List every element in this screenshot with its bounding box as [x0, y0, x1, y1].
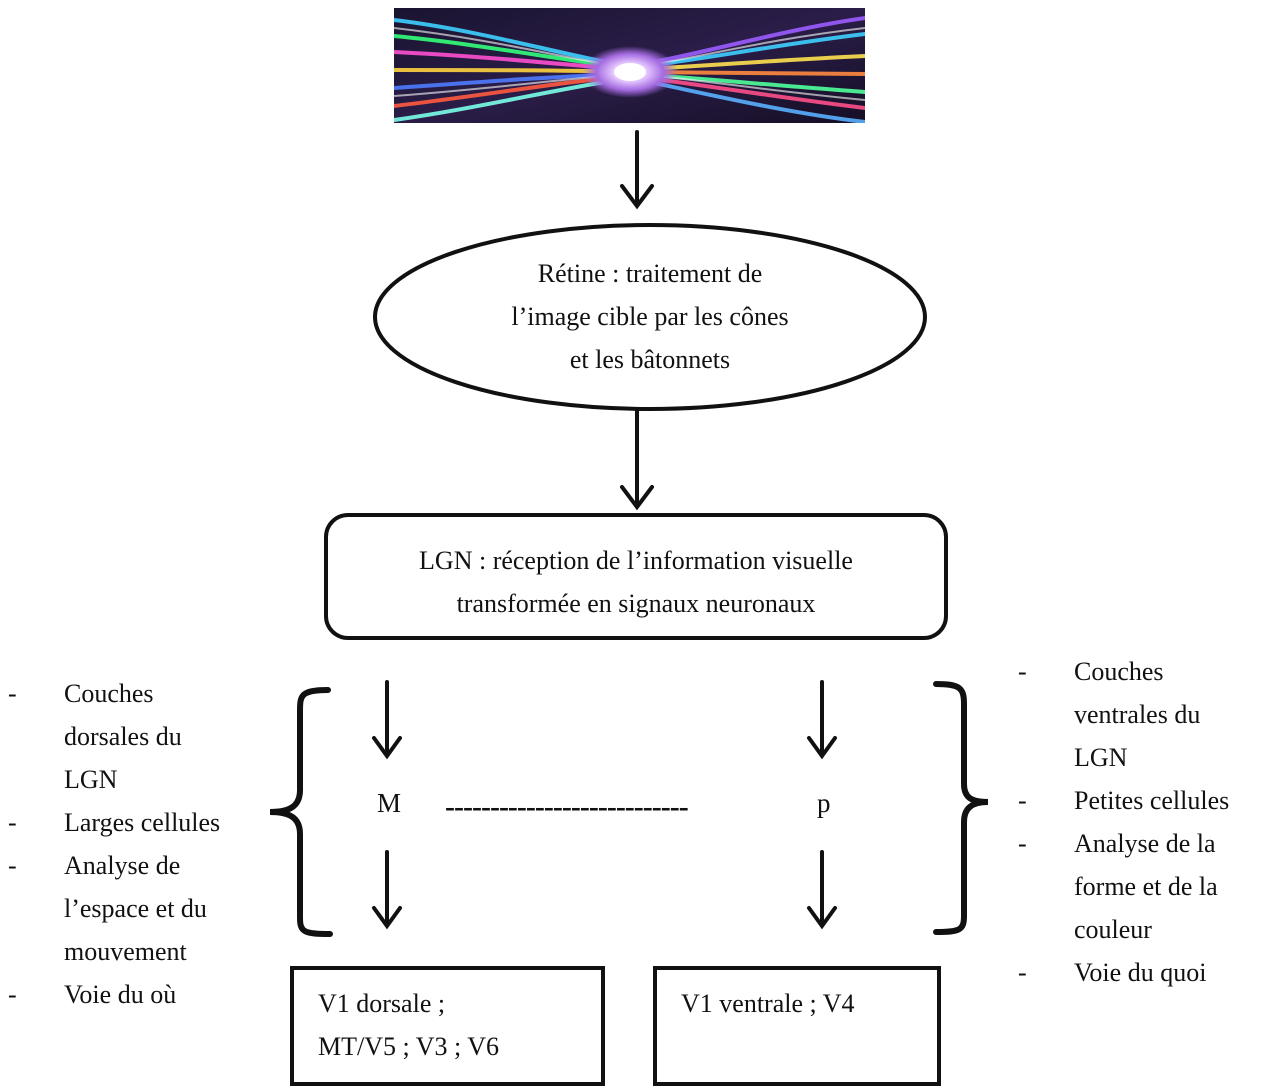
m-pathway-label: M: [377, 788, 402, 818]
list-item: Couches ventrales du LGN: [1018, 650, 1258, 779]
list-item: Petites cellules: [1018, 779, 1258, 822]
v1-dorsal-box: V1 dorsale ; MT/V5 ; V3 ; V6: [290, 966, 605, 1086]
list-line: ventrales du: [1074, 700, 1201, 729]
list-line: forme et de la: [1074, 872, 1218, 901]
list-item: Analyse de la forme et de la couleur: [1018, 822, 1258, 951]
list-line: Larges cellules: [64, 808, 221, 837]
arrow-down-1: [620, 130, 654, 210]
list-line: Voie du où: [64, 980, 177, 1009]
list-item: Analyse de l’espace et du mouvement: [8, 844, 248, 973]
list-line: LGN: [1074, 743, 1128, 772]
pathway-connector: ---------------------------: [445, 790, 689, 823]
retine-ellipse: [373, 223, 927, 411]
left-brace: [269, 687, 333, 937]
left-characteristics-list: Couches dorsales du LGN Larges cellules …: [8, 672, 248, 1016]
arrow-down-p-top: [807, 680, 837, 760]
retine-text: Rétine : traitement de l’image cible par…: [470, 252, 830, 381]
right-brace: [933, 681, 989, 935]
light-tunnel-image: [394, 8, 865, 123]
list-line: Couches: [64, 679, 154, 708]
lgn-line: LGN : réception de l’information visuell…: [419, 546, 853, 575]
v1-ventral-text: V1 ventrale ; V4: [681, 982, 855, 1025]
list-line: mouvement: [64, 937, 187, 966]
list-line: dorsales du: [64, 722, 182, 751]
list-line: Analyse de: [64, 851, 181, 880]
list-item: Voie du quoi: [1018, 951, 1258, 994]
list-line: Couches: [1074, 657, 1164, 686]
list-line: Voie du quoi: [1074, 958, 1207, 987]
retine-line: l’image cible par les cônes: [511, 302, 789, 331]
retine-line: et les bâtonnets: [569, 345, 731, 374]
list-item: Couches dorsales du LGN: [8, 672, 248, 801]
v-box-line: V1 dorsale ;: [318, 989, 446, 1018]
v1-ventral-box: V1 ventrale ; V4: [653, 966, 941, 1086]
arrow-down-p-bottom: [807, 850, 837, 930]
list-item: Voie du où: [8, 973, 248, 1016]
arrow-down-m-bottom: [372, 850, 402, 930]
v1-dorsal-text: V1 dorsale ; MT/V5 ; V3 ; V6: [318, 982, 499, 1068]
v-box-line: MT/V5 ; V3 ; V6: [318, 1032, 500, 1061]
v-box-line: V1 ventrale ; V4: [681, 989, 855, 1018]
lgn-text: LGN : réception de l’information visuell…: [328, 539, 944, 625]
right-characteristics-list: Couches ventrales du LGN Petites cellule…: [1018, 650, 1258, 994]
lgn-line: transformée en signaux neuronaux: [456, 589, 816, 618]
list-line: Analyse de la: [1074, 829, 1216, 858]
list-item: Larges cellules: [8, 801, 248, 844]
arrow-down-m-top: [372, 680, 402, 760]
lgn-box: LGN : réception de l’information visuell…: [324, 513, 948, 640]
arrow-down-2: [620, 409, 654, 511]
list-line: l’espace et du: [64, 894, 207, 923]
retine-line: Rétine : traitement de: [537, 259, 763, 288]
list-line: Petites cellules: [1074, 786, 1230, 815]
p-pathway-label: p: [817, 788, 831, 818]
list-line: LGN: [64, 765, 118, 794]
list-line: couleur: [1074, 915, 1152, 944]
